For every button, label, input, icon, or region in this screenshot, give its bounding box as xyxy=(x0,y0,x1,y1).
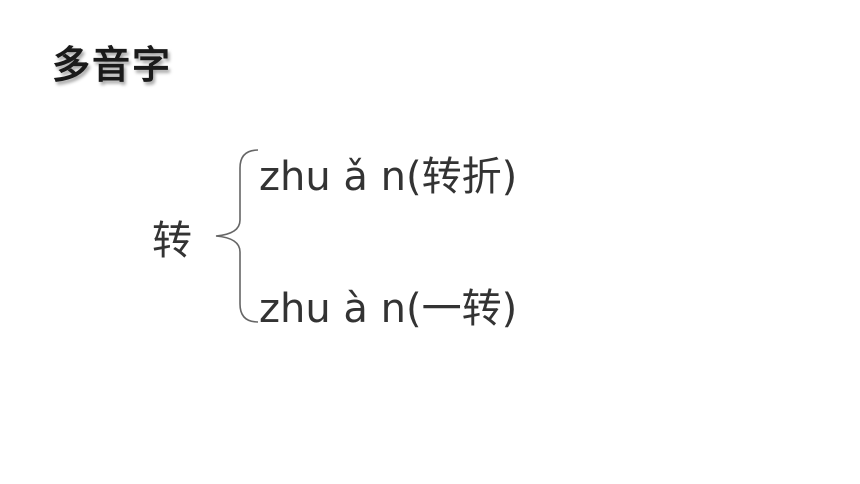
curly-brace xyxy=(215,149,259,323)
reading-item: zhu ǎ n(转折) xyxy=(259,144,517,202)
reading-item: zhu à n(一转) xyxy=(259,276,517,334)
example-word: (转折) xyxy=(406,154,518,200)
pinyin-text: zhu à n xyxy=(259,286,406,332)
page-title: 多音字 xyxy=(52,43,173,87)
example-word: (一转) xyxy=(406,286,518,332)
pinyin-text: zhu ǎ n xyxy=(259,154,406,200)
polyphonic-character: 转 xyxy=(152,218,192,264)
